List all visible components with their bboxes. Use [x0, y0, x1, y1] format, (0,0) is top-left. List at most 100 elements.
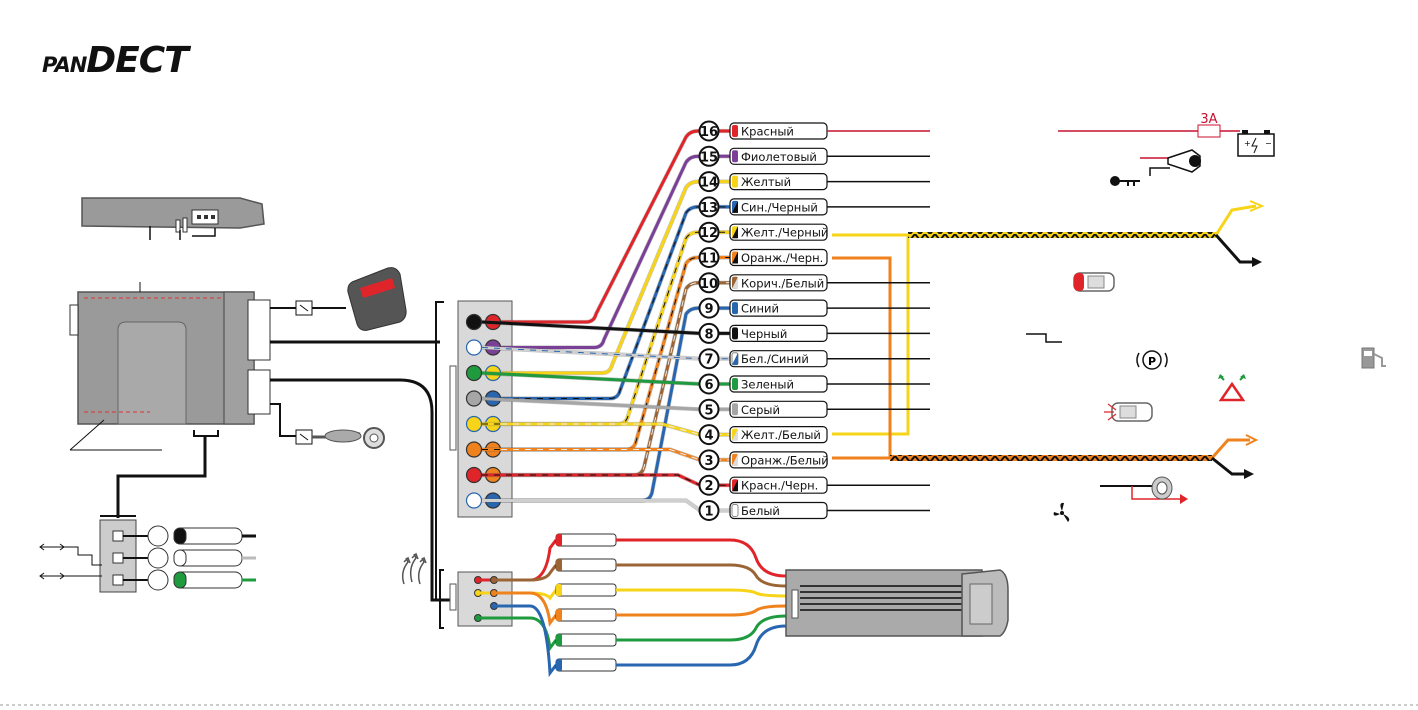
can-wire-sleeve: [556, 609, 616, 621]
pin-number: 7: [704, 353, 713, 368]
connector-pin: [467, 391, 482, 406]
connector-pin: [467, 468, 482, 483]
connector-pin: [467, 493, 482, 508]
wire-label: Красный: [741, 125, 794, 139]
wire-row: 14 Желтый: [700, 172, 828, 191]
aux-terminal: [148, 570, 168, 590]
alarm-module-icon: [70, 282, 270, 450]
remote-tag-icon: [270, 268, 406, 331]
wire-label: Серый: [741, 403, 780, 417]
wire-row: 15 Фиолетовый: [700, 147, 828, 166]
battery-icon: + −: [1238, 130, 1274, 156]
wire-row: 7 Бел./Синий: [700, 349, 828, 368]
wire-color-chip: [732, 302, 738, 314]
wire-color-chip: [732, 327, 738, 339]
ignition-key-icon: [1110, 150, 1201, 186]
can-wire-right: [616, 626, 786, 665]
ground-ring-icon: [270, 404, 384, 448]
can-wire-sleeve: [556, 584, 616, 596]
wire-label: Фиолетовый: [741, 150, 817, 164]
can-module-icon: [786, 570, 1008, 636]
pin-number: 11: [700, 252, 718, 267]
svg-text:−: −: [1265, 139, 1272, 148]
pin-number: 16: [700, 125, 718, 140]
wire-row: 3 Оранж./Белый: [700, 450, 829, 469]
svg-text:P: P: [1148, 355, 1156, 368]
wire-13: [501, 207, 730, 399]
wire-6: [482, 373, 730, 384]
connector-pin: [467, 366, 482, 381]
connector-pin: [467, 417, 482, 432]
can-wire-right: [616, 590, 786, 596]
can-wire-sleeve: [556, 659, 616, 671]
wire-label: Зеленый: [741, 378, 794, 392]
fuse-label: 3A: [1200, 112, 1217, 127]
twisted-pair-orange: [832, 258, 1256, 479]
wire-row: 8 Черный: [700, 324, 828, 343]
wire-label: Бел./Синий: [741, 352, 809, 366]
wire-shadow: [482, 475, 730, 485]
pin-number: 15: [700, 150, 718, 165]
wire-label: Оранж./Черн.: [741, 251, 823, 265]
wire-color-chip: [732, 125, 738, 137]
wire-row: 16 Красный: [700, 122, 828, 141]
pin-number: 5: [704, 403, 713, 418]
hazard-icon: [1218, 374, 1246, 400]
wire-row: 4 Желт./Белый: [700, 425, 828, 444]
aux-terminal: [148, 526, 168, 546]
pin-number: 6: [704, 378, 713, 393]
aux-terminal: [148, 548, 168, 568]
twisted-pair-yellow: [832, 201, 1262, 434]
can-wire-right: [616, 606, 786, 615]
car-icon: [1074, 273, 1114, 291]
connector-pin: [467, 442, 482, 457]
wire-label: Красн./Черн.: [741, 479, 818, 493]
wire-color-chip: [732, 150, 738, 162]
wire-label: Син./Черный: [741, 200, 818, 214]
wire-row: 2 Красн./Черн.: [700, 476, 828, 495]
pin-number: 14: [700, 176, 718, 191]
wire-1: [482, 501, 730, 511]
wire-color-chip: [732, 176, 738, 188]
wire-label: Корич./Белый: [741, 276, 824, 290]
can-wire-right: [616, 540, 786, 576]
fuel-pump-icon: [1362, 348, 1386, 368]
pin-number: 1: [704, 505, 713, 520]
wire-row: 11 Оранж./Черн.: [700, 248, 828, 267]
wire-label: Оранж./Белый: [741, 453, 829, 467]
wire-label: Желт./Белый: [741, 428, 821, 442]
pin-number: 3: [704, 454, 713, 469]
heat-arrows-icon: [403, 554, 426, 584]
wire-label: Белый: [741, 504, 780, 518]
wire-shadow: [501, 131, 730, 322]
wire-color-chip: [732, 378, 738, 390]
antenna-module-icon: [82, 198, 264, 240]
pulse-signal-icon: [1026, 334, 1062, 342]
siren-icon: [1100, 477, 1188, 504]
wire-shadow: [501, 156, 730, 347]
fan-icon: [1054, 503, 1070, 522]
pin-number: 9: [704, 302, 713, 317]
pin-number: 2: [704, 479, 713, 494]
wire-label: Желтый: [741, 175, 791, 189]
aux-connector: [40, 516, 136, 592]
wire-label: Черный: [741, 327, 787, 341]
pin-number: 8: [704, 327, 713, 342]
connector-pin: [467, 340, 482, 355]
wire-label: Синий: [741, 302, 779, 316]
wire-color-chip: [732, 505, 738, 517]
connector-pin: [467, 315, 482, 330]
wire-row: 5 Серый: [700, 400, 828, 419]
pin-number: 13: [700, 201, 718, 216]
wire-row: 6 Зеленый: [700, 375, 828, 394]
can-wire-sleeve: [556, 634, 616, 646]
wire-16: [501, 131, 730, 322]
wire-row: 9 Синий: [700, 299, 828, 318]
pin-number: 4: [704, 429, 713, 444]
wire-shadow: [501, 207, 730, 399]
wire-row: 1 Белый: [700, 501, 828, 520]
car-lights-icon: [1104, 403, 1152, 421]
pin-number: 10: [700, 277, 718, 292]
wire-stripe: [501, 207, 730, 399]
